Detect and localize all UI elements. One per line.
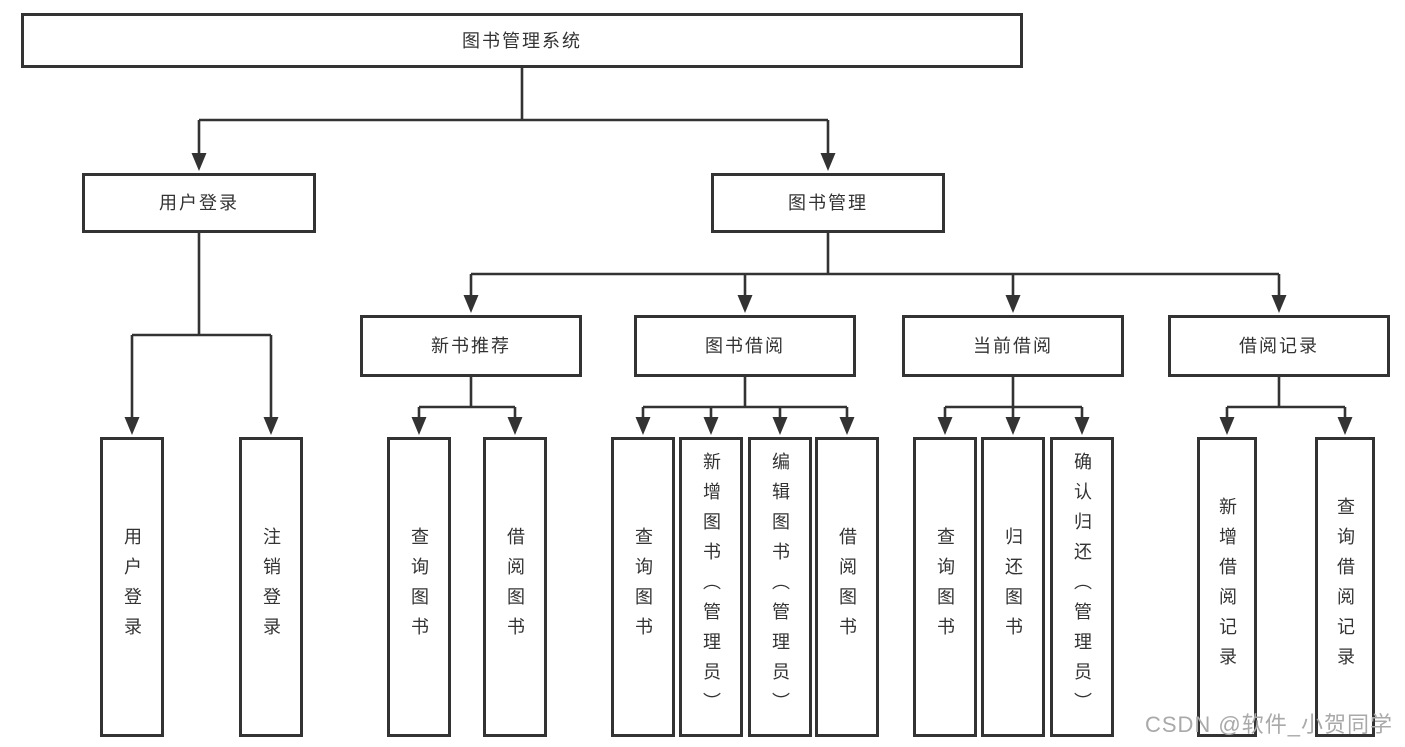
connector-book-borrowing-children: [635, 377, 855, 435]
node-label: 查询借阅记录: [1335, 497, 1355, 677]
connector-current-borrowing-children: [937, 377, 1090, 435]
node-label: 当前借阅: [973, 336, 1053, 356]
leaf-confirm-return-admin: 确认归还（管理员）: [1050, 437, 1114, 737]
connector-borrow-records-children: [1219, 377, 1353, 435]
node-label: 用户登录: [159, 193, 239, 213]
node-label: 图书管理: [788, 193, 868, 213]
leaf-query-books-current: 查询图书: [913, 437, 977, 737]
node-label: 图书借阅: [705, 336, 785, 356]
node-label: 归还图书: [1003, 527, 1023, 647]
connector-user-login-children: [124, 233, 279, 435]
leaf-query-books-recommend: 查询图书: [387, 437, 451, 737]
connector-root-to-level2: [191, 68, 836, 171]
leaf-add-borrow-record: 新增借阅记录: [1197, 437, 1257, 737]
node-label: 借阅图书: [505, 527, 525, 647]
node-label: 确认归还（管理员）: [1072, 452, 1092, 722]
leaf-user-login: 用户登录: [100, 437, 164, 737]
leaf-add-book-admin: 新增图书（管理员）: [679, 437, 743, 737]
node-label: 新增图书（管理员）: [701, 452, 721, 722]
leaf-query-borrow-record: 查询借阅记录: [1315, 437, 1375, 737]
csdn-watermark: CSDN @软件_小贺同学: [1144, 712, 1393, 737]
node-label: 新增借阅记录: [1217, 497, 1237, 677]
leaf-query-books-borrowing: 查询图书: [611, 437, 675, 737]
node-system: 图书管理系统: [21, 13, 1023, 68]
leaf-borrow-books-recommend: 借阅图书: [483, 437, 547, 737]
leaf-borrow-books-borrowing: 借阅图书: [815, 437, 879, 737]
node-label: 查询图书: [633, 527, 653, 647]
node-label: 图书管理系统: [462, 30, 582, 51]
node-label: 注销登录: [261, 527, 281, 647]
connector-new-book-recommend-children: [411, 377, 523, 435]
node-current-borrowing: 当前借阅: [902, 315, 1124, 377]
node-user-login: 用户登录: [82, 173, 316, 233]
node-label: 用户登录: [122, 527, 142, 647]
node-label: 查询图书: [409, 527, 429, 647]
connector-book-management-children: [463, 233, 1287, 313]
node-label: 新书推荐: [431, 336, 511, 356]
leaf-return-books: 归还图书: [981, 437, 1045, 737]
node-label: 编辑图书（管理员）: [770, 452, 790, 722]
node-borrow-records: 借阅记录: [1168, 315, 1390, 377]
leaf-edit-book-admin: 编辑图书（管理员）: [748, 437, 812, 737]
leaf-logout: 注销登录: [239, 437, 303, 737]
node-new-book-recommend: 新书推荐: [360, 315, 582, 377]
node-book-management: 图书管理: [711, 173, 945, 233]
node-label: 借阅记录: [1239, 336, 1319, 356]
node-label: 查询图书: [935, 527, 955, 647]
node-book-borrowing: 图书借阅: [634, 315, 856, 377]
node-label: 借阅图书: [837, 527, 857, 647]
